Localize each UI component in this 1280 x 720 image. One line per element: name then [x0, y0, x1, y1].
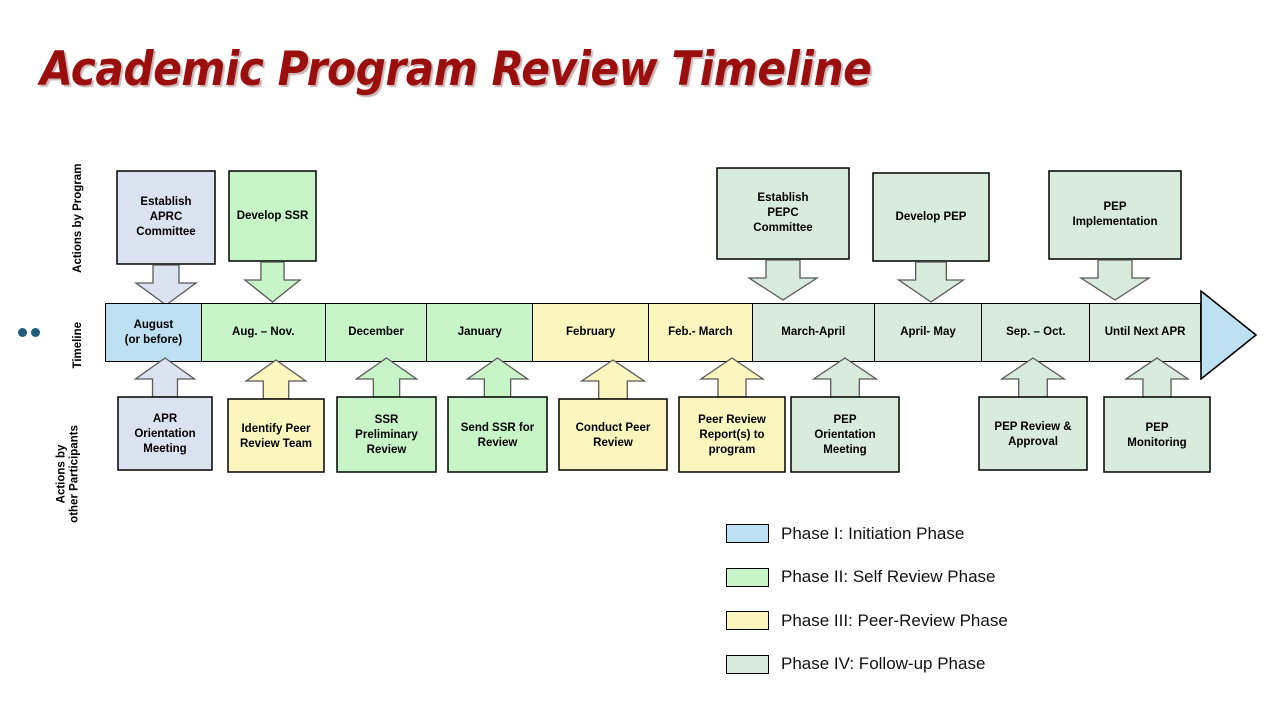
legend-item-2[interactable]: Phase II: Self Review Phase — [726, 556, 1008, 600]
shape — [978, 357, 1088, 471]
page-title: Academic Program Review Timeline — [40, 42, 872, 97]
timeline-arrowhead — [1200, 290, 1258, 380]
legend-label: Phase II: Self Review Phase — [781, 567, 996, 587]
legend-swatch — [726, 524, 769, 544]
program-action-box-4[interactable]: Develop PEP — [872, 172, 990, 303]
legend-swatch — [726, 567, 769, 587]
timeline-cell-label: March-April — [781, 326, 846, 339]
shape — [558, 359, 668, 471]
shape — [227, 359, 325, 473]
timeline-cell-6[interactable]: Feb.- March — [649, 304, 753, 361]
shape — [872, 172, 990, 303]
shape — [336, 357, 437, 473]
bullet-dot-1 — [18, 328, 27, 337]
timeline-cell-2[interactable]: Aug. – Nov. — [201, 304, 326, 361]
legend-swatch — [726, 611, 769, 631]
timeline-cell-label: December — [348, 326, 404, 339]
timeline-cell-label: January — [457, 326, 502, 339]
timeline-cell-label: February — [566, 326, 616, 339]
legend-label: Phase I: Initiation Phase — [781, 523, 965, 543]
timeline-cell-8[interactable]: April- May — [874, 304, 983, 361]
timeline-cell-label: Aug. – Nov. — [232, 326, 295, 339]
shape — [228, 170, 317, 303]
axis-label-timeline: Timeline — [71, 322, 84, 369]
shape — [790, 357, 900, 473]
timeline-cell-3[interactable]: December — [325, 304, 428, 361]
shape — [678, 357, 786, 473]
timeline-bar: August(or before) Aug. – Nov. December Janu… — [105, 303, 1201, 362]
timeline-cell-1[interactable]: August(or before) — [106, 304, 202, 361]
timeline-cell-7[interactable]: March-April — [752, 304, 875, 361]
axis-label-actions-by-program: Actions by Program — [71, 163, 84, 273]
shape — [447, 357, 548, 473]
timeline-cell-9[interactable]: Sep. – Oct. — [982, 304, 1091, 361]
timeline-cell-label: Feb.- March — [668, 326, 733, 339]
timeline-cell-label: April- May — [900, 326, 956, 339]
timeline-cell-label: Sep. – Oct. — [1006, 326, 1066, 339]
legend-item-3[interactable]: Phase III: Peer-Review Phase — [726, 599, 1008, 643]
bullet-dot-2 — [31, 328, 40, 337]
legend-label: Phase IV: Follow-up Phase — [781, 654, 986, 674]
timeline-cell-label: August(or before) — [124, 319, 183, 346]
legend-item-1[interactable]: Phase I: Initiation Phase — [726, 512, 1008, 556]
timeline-cell-4[interactable]: January — [427, 304, 534, 361]
program-action-box-2[interactable]: Develop SSR — [228, 170, 317, 303]
shape — [117, 357, 213, 471]
legend-item-4[interactable]: Phase IV: Follow-up Phase — [726, 643, 1008, 687]
timeline-cell-5[interactable]: February — [533, 304, 650, 361]
shape — [716, 167, 850, 301]
timeline-cell-10[interactable]: Until Next APR — [1090, 304, 1200, 361]
timeline-cell-label: Until Next APR — [1104, 326, 1186, 339]
participant-action-box-8[interactable]: PEP Review &Approval — [978, 357, 1088, 472]
legend-label: Phase III: Peer-Review Phase — [781, 610, 1008, 630]
shape — [1103, 357, 1211, 473]
legend-swatch — [726, 654, 769, 674]
shape — [1048, 170, 1182, 301]
shape — [116, 170, 216, 306]
